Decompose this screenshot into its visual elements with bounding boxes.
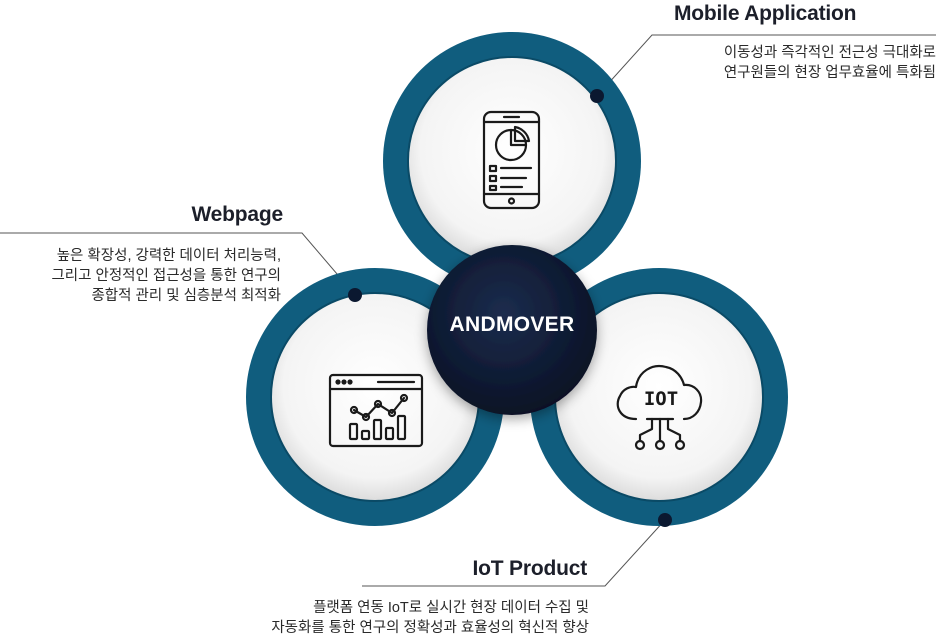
browser-chart-icon	[328, 373, 424, 448]
webpage-description: 높은 확장성, 강력한 데이터 처리능력, 그리고 안정적인 접근성을 통한 연…	[51, 246, 281, 306]
iot-desc-line: 플랫폼 연동 IoT로 실시간 현장 데이터 수집 및	[313, 600, 589, 616]
iot-icon-text: IOT	[644, 388, 678, 410]
mobile-connector-dot	[590, 89, 604, 103]
mobile-connector	[596, 34, 936, 97]
iot-connector-dot	[658, 513, 672, 527]
webpage-desc-line: 그리고 안정적인 접근성을 통한 연구의	[51, 268, 281, 284]
center-label: ANDMOVER	[449, 313, 575, 336]
webpage-title: Webpage	[191, 203, 283, 226]
mobile-title: Mobile Application	[674, 2, 857, 25]
mobile-description: 이동성과 즉각적인 전근성 극대화로 연구원들의 현장 업무효율에 특화됨	[724, 43, 936, 83]
smartphone-report-icon	[482, 110, 541, 210]
mobile-desc-line: 이동성과 즉각적인 전근성 극대화로	[723, 45, 936, 61]
webpage-desc-line: 높은 확장성, 강력한 데이터 처리능력,	[56, 248, 281, 264]
center-circle	[427, 245, 597, 415]
iot-connector	[362, 519, 666, 587]
iot-description: 플랫폼 연동 IoT로 실시간 현장 데이터 수집 및 자동화를 통한 연구의 …	[271, 598, 589, 638]
mobile-desc-line: 연구원들의 현장 업무효율에 특화됨	[723, 65, 936, 81]
iot-desc-line: 자동화를 통한 연구의 정확성과 효율성의 혁신적 향상	[271, 620, 589, 636]
webpage-desc-line: 종합적 관리 및 심층분석 최적화	[91, 288, 281, 304]
iot-cloud-icon	[616, 364, 703, 451]
iot-title: IoT Product	[472, 557, 588, 580]
webpage-connector-dot	[348, 288, 362, 302]
